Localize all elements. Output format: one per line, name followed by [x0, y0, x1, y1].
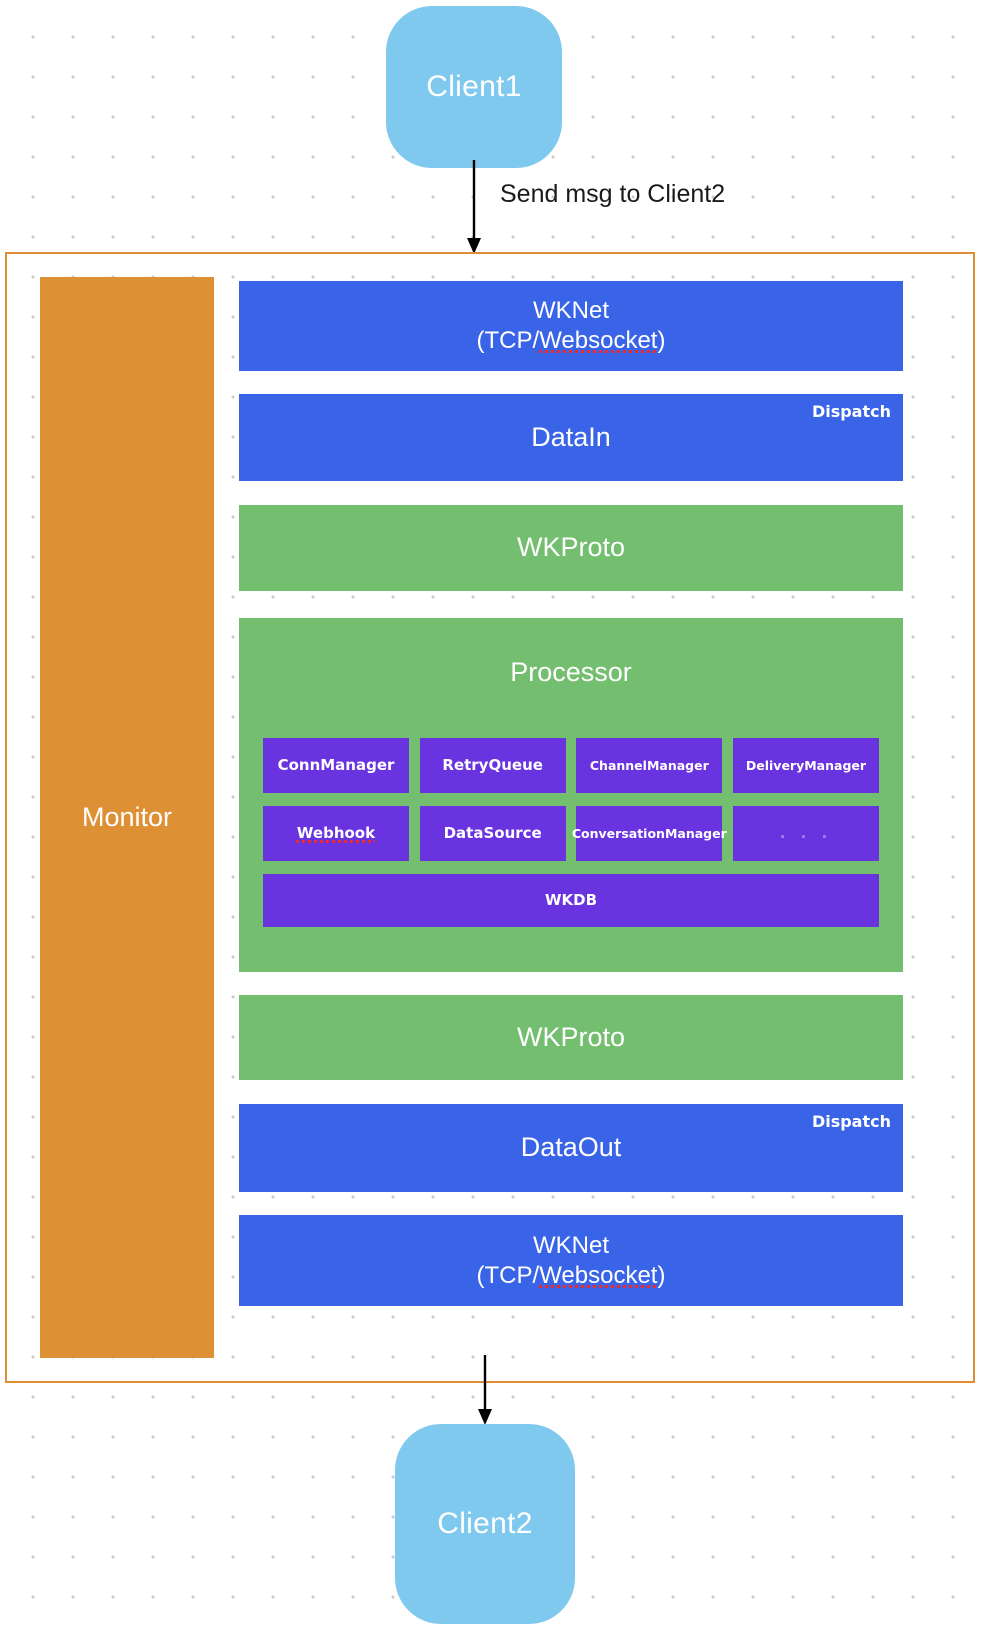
- layer-wknet-in-title: WKNet (TCP/Websocket): [477, 296, 666, 356]
- client2-label: Client2: [437, 1507, 533, 1540]
- layer-wknet-in[interactable]: WKNet (TCP/Websocket): [239, 281, 903, 371]
- layer-dataout[interactable]: Dispatch DataOut: [239, 1104, 903, 1192]
- layer-wknet-out[interactable]: WKNet (TCP/Websocket): [239, 1215, 903, 1306]
- processor-module-grid: ConnManager RetryQueue ChannelManager De…: [263, 738, 879, 927]
- module-webhook[interactable]: Webhook: [263, 806, 409, 861]
- wknet-in-line2-prefix: (TCP/: [476, 327, 540, 354]
- processor-module-row-1: ConnManager RetryQueue ChannelManager De…: [263, 738, 879, 793]
- outbound-arrow: [478, 1355, 492, 1425]
- wknet-in-line2-misspelled: Websocket: [539, 327, 658, 354]
- inbound-arrow-label: Send msg to Client2: [500, 180, 726, 208]
- monitor-label: Monitor: [81, 802, 173, 832]
- module-channelmanager[interactable]: ChannelManager: [576, 738, 723, 793]
- module-retryqueue[interactable]: RetryQueue: [419, 738, 566, 793]
- client1-node[interactable]: Client1: [386, 6, 562, 168]
- module-wkdb[interactable]: WKDB: [263, 874, 879, 927]
- layer-wkproto-in[interactable]: WKProto: [239, 505, 903, 591]
- client2-node[interactable]: Client2: [395, 1424, 575, 1624]
- layer-dataout-title: DataOut: [520, 1132, 622, 1163]
- datain-dispatch-note: Dispatch: [811, 402, 891, 421]
- module-deliverymanager[interactable]: DeliveryManager: [732, 738, 879, 793]
- layer-wkproto-out-title: WKProto: [516, 1021, 626, 1052]
- wknet-out-line1: WKNet: [532, 1231, 609, 1259]
- layer-processor[interactable]: Processor ConnManager RetryQueue Channel…: [239, 618, 903, 972]
- layer-wkproto-in-title: WKProto: [516, 532, 626, 563]
- wknet-in-line2-suffix: ): [657, 327, 666, 354]
- wknet-out-line2-misspelled: Websocket: [539, 1261, 658, 1289]
- wknet-in-line1: WKNet: [532, 297, 609, 325]
- module-more-ellipsis[interactable]: . . .: [732, 806, 879, 861]
- inbound-arrow: [467, 160, 481, 254]
- layer-datain-title: DataIn: [531, 421, 611, 452]
- dataout-dispatch-note: Dispatch: [811, 1112, 891, 1131]
- module-conversationmanager[interactable]: ConversationManager: [572, 806, 727, 861]
- inbound-arrow-head: [467, 238, 481, 254]
- layer-datain[interactable]: Dispatch DataIn: [239, 394, 903, 481]
- layer-wknet-out-title: WKNet (TCP/Websocket): [477, 1231, 666, 1291]
- module-webhook-label: Webhook: [296, 824, 376, 843]
- module-datasource[interactable]: DataSource: [419, 806, 566, 861]
- processor-title: Processor: [510, 657, 632, 687]
- client1-label: Client1: [426, 70, 522, 103]
- wknet-out-line2-prefix: (TCP/: [476, 1261, 540, 1289]
- wknet-out-line2-suffix: ): [657, 1261, 666, 1289]
- server-boundary: [5, 252, 975, 1383]
- outbound-arrow-head: [478, 1409, 492, 1425]
- monitor-bar[interactable]: Monitor: [40, 277, 214, 1358]
- module-connmanager[interactable]: ConnManager: [263, 738, 409, 793]
- layer-wkproto-out[interactable]: WKProto: [239, 995, 903, 1080]
- processor-module-row-2: Webhook DataSource ConversationManager .…: [263, 806, 879, 861]
